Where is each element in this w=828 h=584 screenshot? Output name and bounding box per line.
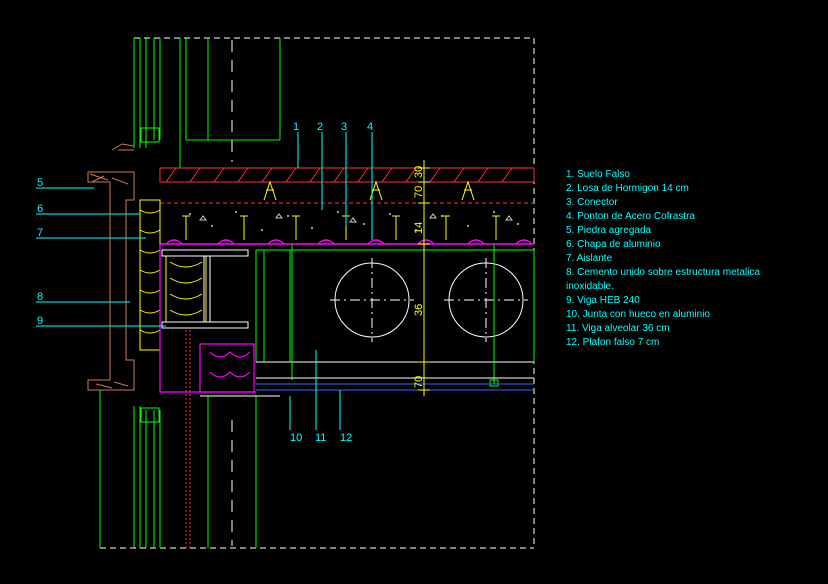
dimension-texts: 30 70 14 36 70 (413, 166, 425, 388)
top-callouts: 1 2 3 4 (293, 121, 373, 133)
dim-70-bottom: 70 (413, 376, 425, 388)
callout-11: 11 (315, 432, 326, 444)
callout-5: 5 (37, 177, 43, 189)
callout-6: 6 (37, 203, 43, 215)
support-rod (185, 330, 191, 548)
stone-cladding (87, 143, 135, 391)
dim-70-top: 70 (413, 186, 425, 198)
callout-3: 3 (341, 121, 347, 133)
callout-2: 2 (317, 121, 323, 133)
raised-floor-pedestals (263, 180, 475, 201)
legend-item: 10. Junta con hueco en aluminio (566, 309, 710, 320)
legend-item: 8. Cemento unido sobre estructura metali… (566, 267, 760, 278)
cellular-beam (255, 249, 535, 363)
legend-item: 11. Viga alveolar 36 cm (566, 323, 670, 334)
aluminium-trim (159, 244, 256, 393)
callout-4: 4 (367, 121, 373, 133)
legend-item: 12. Plafon falso 7 cm (566, 337, 660, 348)
callout-1: 1 (293, 121, 299, 133)
false-ceiling (200, 377, 534, 397)
legend-item: 3. Conector (566, 197, 618, 208)
legend: 1. Suelo Falso 2. Losa de Hormigon 14 cm… (566, 168, 828, 350)
legend-item: 6. Chapa de aluminio (566, 239, 661, 250)
left-callouts: 5 6 7 8 9 (37, 177, 43, 327)
callout-10: 10 (290, 432, 302, 444)
callout-8: 8 (37, 291, 43, 303)
shear-connectors (182, 215, 500, 240)
dimension-line (418, 160, 430, 396)
steel-deck (160, 239, 534, 245)
callout-9: 9 (37, 315, 43, 327)
inner-wall (186, 38, 281, 548)
legend-item: 1. Suelo Falso (566, 169, 630, 180)
callout-12: 12 (340, 432, 352, 444)
legend-item: 2. Losa de Hormigon 14 cm (566, 183, 689, 194)
legend-item: 5. Piedra agregada (566, 225, 652, 236)
floor-slab (159, 167, 535, 204)
facade-mullions (99, 38, 187, 548)
legend-item: 7. Aislante (566, 253, 613, 264)
legend-item: 9. Viga HEB 240 (566, 295, 640, 306)
dim-30: 30 (413, 166, 425, 178)
dim-14: 14 (413, 222, 425, 234)
heb-beam (161, 249, 249, 329)
dim-36: 36 (413, 304, 425, 316)
drawing-frame (100, 37, 535, 549)
ceiling-hangers (291, 244, 499, 387)
bottom-callouts: 10 11 12 (290, 432, 352, 444)
legend-item: 4. Ponton de Acero Cofrastra (566, 211, 695, 222)
legend-item: inoxidable. (566, 281, 614, 292)
callout-7: 7 (37, 227, 43, 239)
callout-leaders (36, 132, 373, 430)
concrete-slab-fill (189, 211, 519, 231)
